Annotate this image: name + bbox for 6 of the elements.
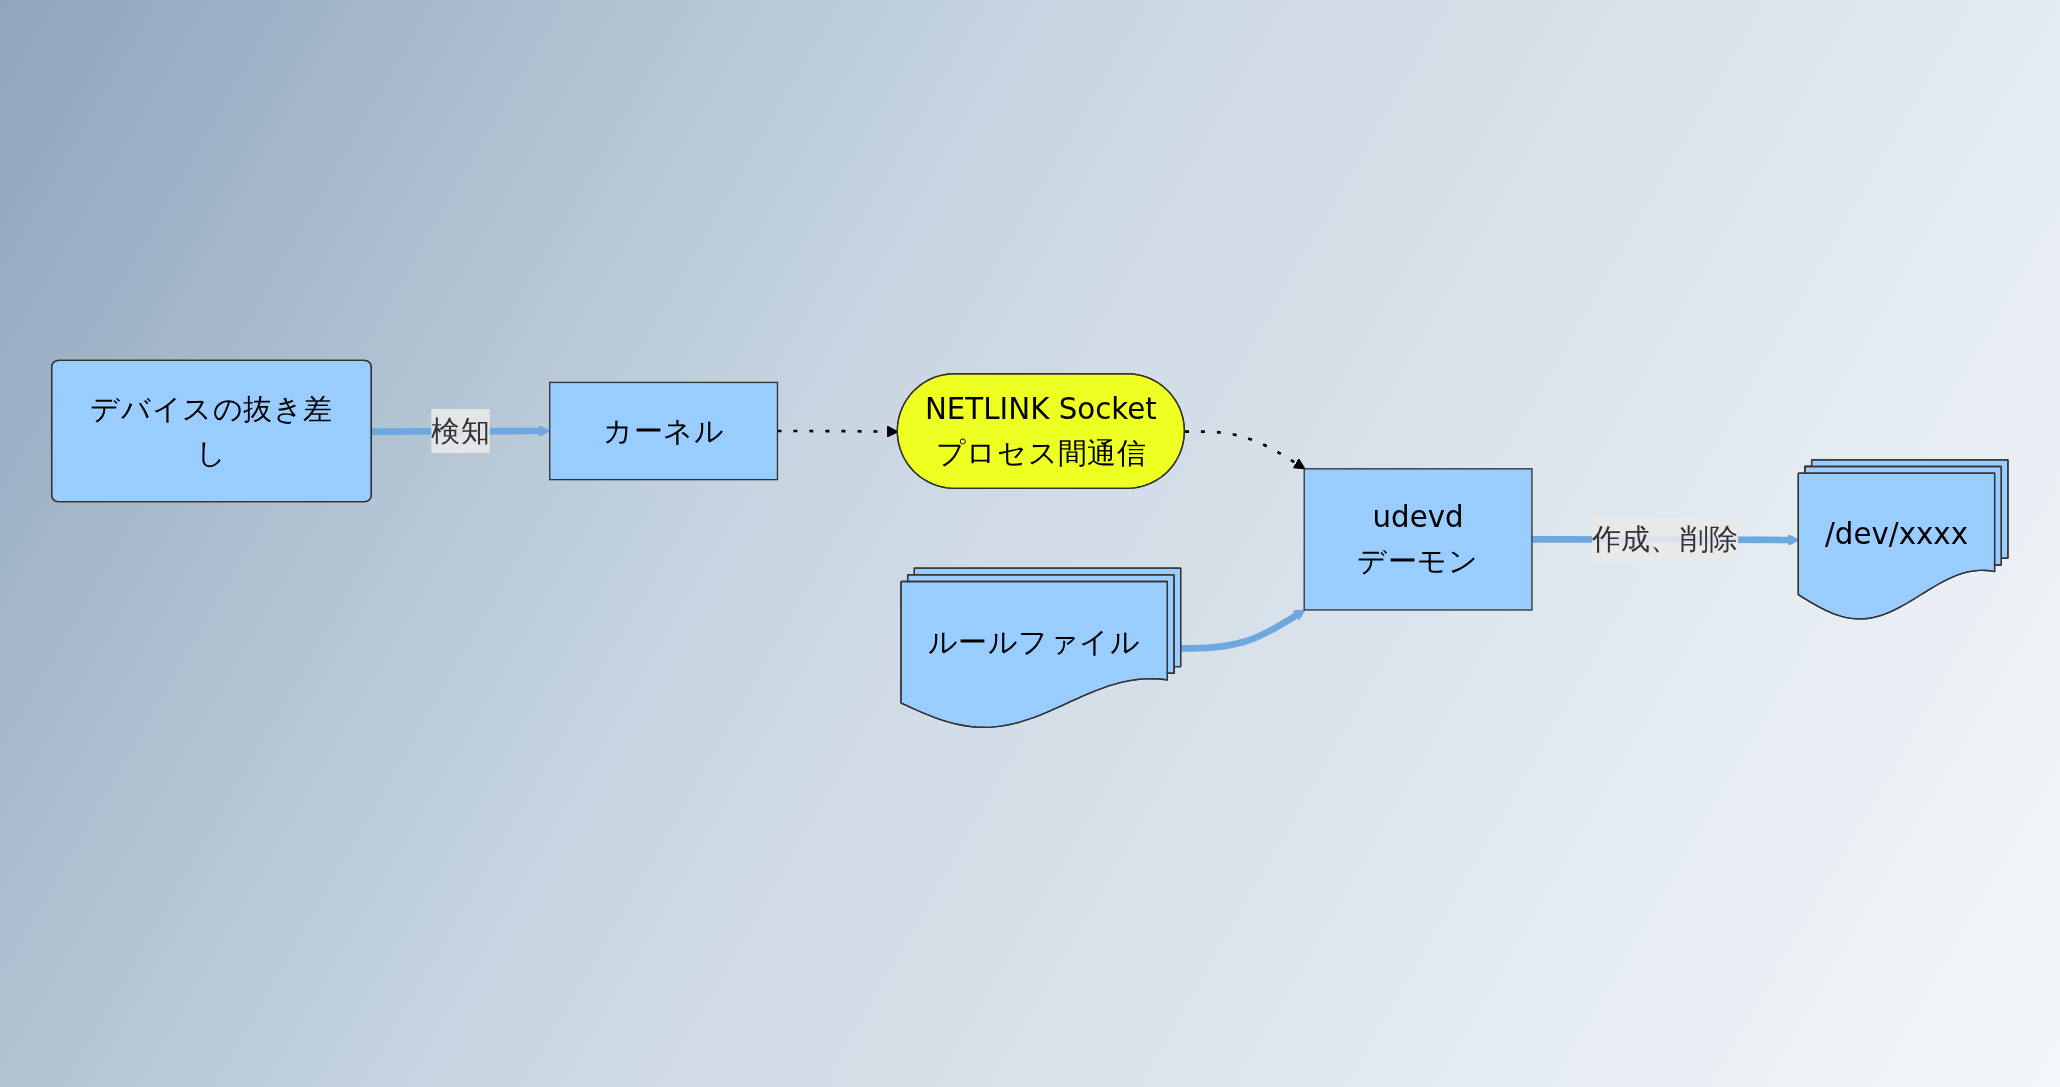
arrow <box>1185 429 1306 469</box>
edge-label: 検知 <box>431 413 491 448</box>
node-box: udevd デーモン <box>1303 467 1533 611</box>
arrow <box>1181 609 1306 652</box>
node-box: カーネル <box>549 381 779 480</box>
edge-label: 作成、削除 <box>1592 522 1739 556</box>
